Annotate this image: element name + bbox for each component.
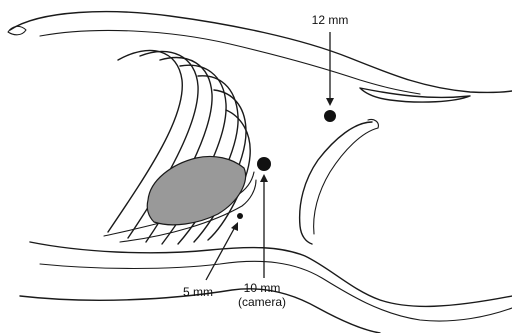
arrow-5mm-shaft xyxy=(206,227,235,280)
iliac-crest-inner xyxy=(314,128,378,234)
arrow-12mm-head xyxy=(326,98,334,106)
torso-top-inner-contour xyxy=(40,30,420,94)
iliac-crest xyxy=(300,122,372,244)
port-10mm-camera-marker xyxy=(257,157,271,171)
port-5mm-marker xyxy=(237,213,243,219)
hip-cap xyxy=(368,119,378,128)
arrow-10mm-head xyxy=(260,174,268,182)
label-5mm: 5 mm xyxy=(183,285,213,299)
label-10mm: 10 mm xyxy=(244,281,281,295)
port-12mm-marker xyxy=(324,110,336,122)
label-camera: (camera) xyxy=(238,295,286,309)
label-12mm: 12 mm xyxy=(312,13,349,27)
shoulder-tip xyxy=(8,26,26,34)
shaded-organ xyxy=(147,156,245,224)
arrow-5mm-head xyxy=(231,222,238,231)
